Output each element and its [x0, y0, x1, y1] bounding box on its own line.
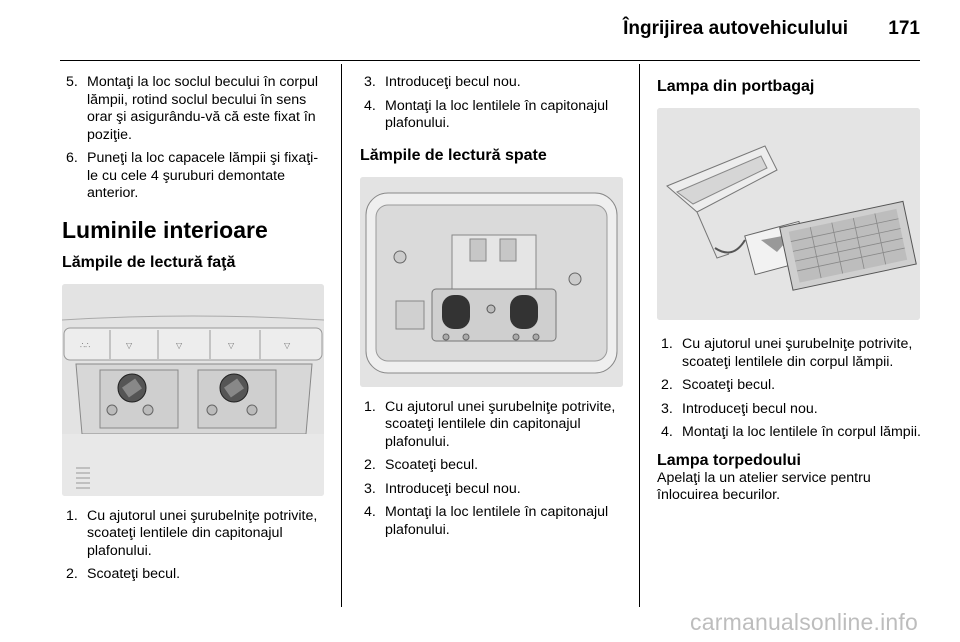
column-divider-2 [639, 64, 640, 607]
subsection-title-front-reading-lamps: Lămpile de lectură faţă [62, 253, 236, 271]
watermark: carmanualsonline.info [690, 609, 918, 635]
list-item: 4.Montaţi la loc lentilele în capitonaju… [364, 504, 609, 538]
list-item: 2.Scoateţi becul. [364, 457, 479, 473]
steps-list-col3: 1.Cu ajutorul unei şurubelniţe potrivite… [657, 336, 922, 442]
list-item: 3.Introduceţi becul nou. [364, 480, 521, 497]
page-header: Îngrijirea autovehiculului 171 [0, 0, 960, 62]
list-item: 2.Scoateţi becul. [66, 566, 181, 582]
subsection-title-rear-reading-lamps: Lămpile de lectură spate [360, 146, 547, 164]
steps-list-col1-bottom: 1.Cu ajutorul unei şurubelniţe potrivite… [62, 508, 327, 584]
svg-text:▽: ▽ [176, 341, 183, 350]
front-reading-lamps-illustration: ∴∴ ▽ ▽ ▽ ▽ [62, 283, 324, 496]
section-title: Luminile interioare [62, 216, 268, 243]
svg-text:▽: ▽ [228, 341, 235, 350]
page-number: 171 [888, 18, 920, 39]
list-item: 1.Cu ajutorul unei şurubelniţe potrivite… [661, 336, 913, 370]
list-item: 2.Scoateţi becul. [661, 377, 776, 393]
list-item: 1.Cu ajutorul unei şurubelniţe potrivite… [364, 398, 616, 450]
steps-list-col2-top: 3.Introduceţi becul nou. 4.Montaţi la lo… [360, 74, 625, 133]
list-item: 5.Montaţi la loc soclul becului în corpu… [66, 74, 319, 143]
header-title: Îngrijirea autovehiculului [623, 18, 848, 39]
trunk-lamp-illustration [657, 108, 920, 320]
steps-list-col2-bottom: 1.Cu ajutorul unei şurubelniţe potrivite… [360, 399, 625, 540]
column-1: 5.Montaţi la loc soclul becului în corpu… [62, 74, 327, 590]
svg-text:▽: ▽ [284, 341, 291, 350]
svg-text:▽: ▽ [126, 341, 133, 350]
header-divider [60, 60, 920, 61]
list-item: 3.Introduceţi becul nou. [364, 74, 521, 90]
column-2: 3.Introduceţi becul nou. 4.Montaţi la lo… [360, 74, 625, 545]
column-divider-1 [341, 64, 342, 607]
svg-text:∴∴: ∴∴ [80, 341, 90, 350]
list-item: 4.Montaţi la loc lentilele în capitonaju… [364, 97, 609, 132]
steps-list-col1-top: 5.Montaţi la loc soclul becului în corpu… [62, 74, 327, 203]
list-item: 6.Puneţi la loc capacele lămpii şi fixaţ… [66, 150, 319, 201]
rear-reading-lamps-illustration [360, 176, 623, 387]
glovebox-lamp-text: Apelaţi la un atelier service pentru înl… [657, 469, 871, 504]
list-item: 3.Introduceţi becul nou. [661, 400, 818, 417]
list-item: 1.Cu ajutorul unei şurubelniţe potrivite… [66, 507, 318, 559]
column-3: Lampa din portbagaj [657, 74, 922, 505]
subsection-title-trunk-lamp: Lampa din portbagaj [657, 78, 815, 95]
list-item: 4.Montaţi la loc lentilele în corpul lăm… [661, 424, 921, 440]
subsection-title-glovebox-lamp: Lampa torpedoului [657, 451, 801, 469]
